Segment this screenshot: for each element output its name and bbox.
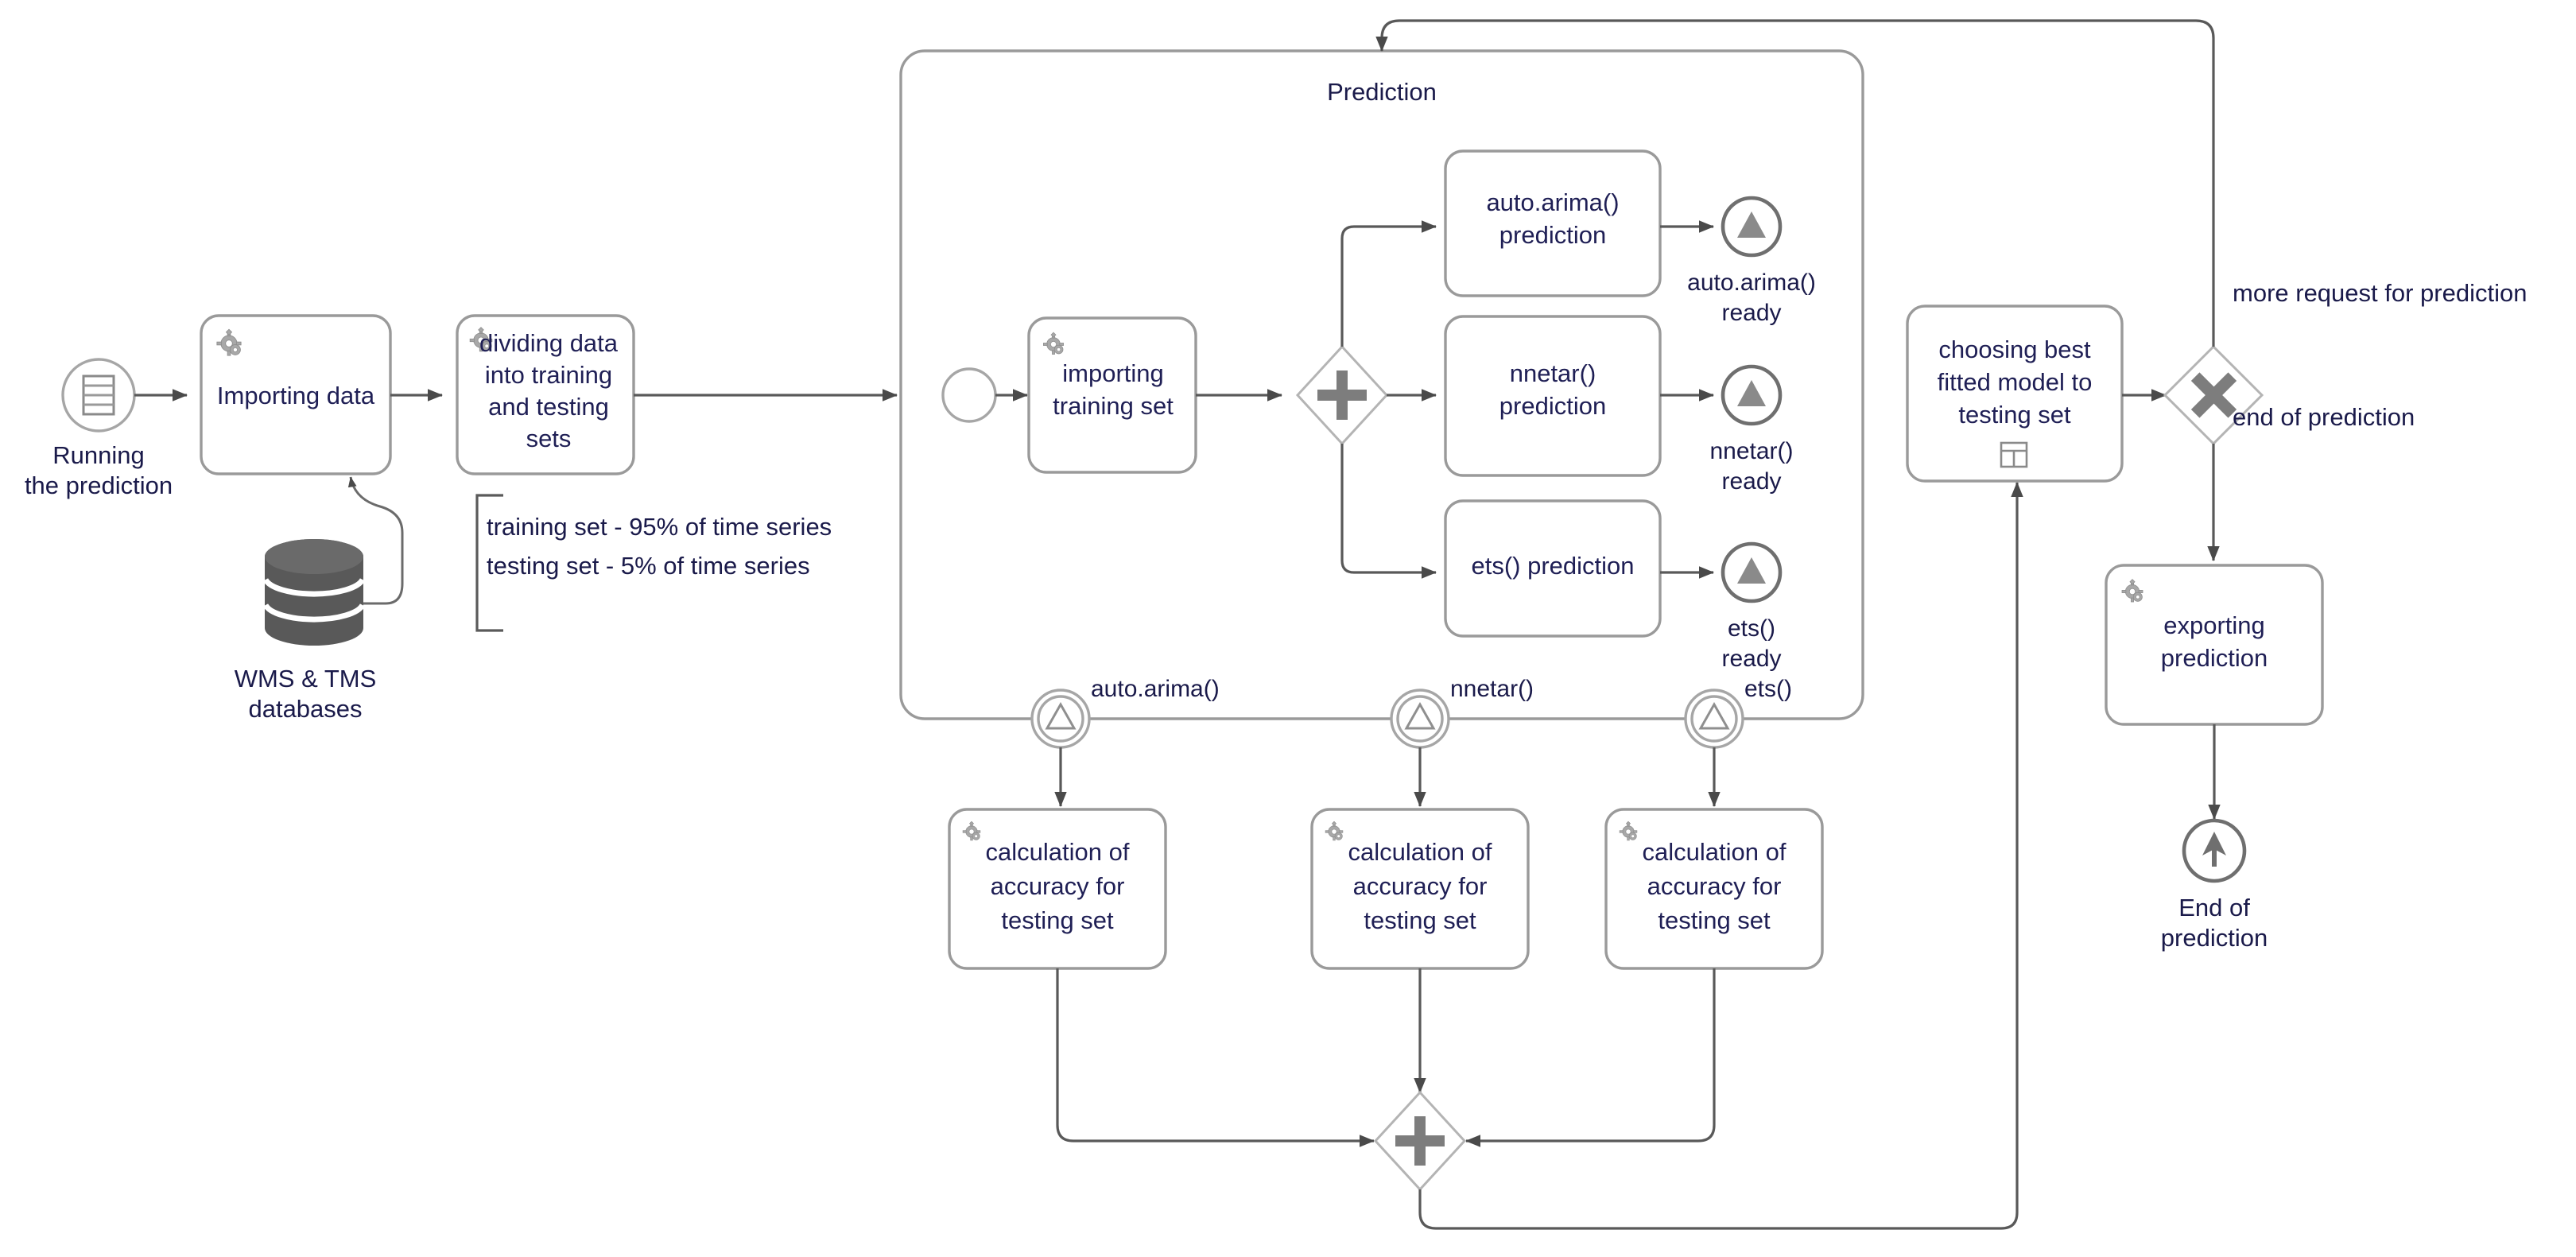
boundary-event-ets[interactable]: ets()	[1684, 676, 1792, 749]
parallel-join-gateway[interactable]	[1373, 1090, 1467, 1192]
task-importing-data[interactable]: Importing data	[200, 314, 392, 475]
task-label-line2: fitted model to	[1938, 368, 2093, 396]
task-label: ets() prediction	[1471, 552, 1634, 580]
task-label: Importing data	[217, 382, 375, 409]
annotation-line2: testing set - 5% of time series	[487, 552, 810, 580]
task-label-line1: calculation of	[1643, 838, 1787, 866]
database-cylinder-icon	[262, 539, 366, 646]
end-event-label-line2: ready	[1721, 468, 1781, 495]
data-store-label-line2: databases	[248, 695, 362, 723]
end-event-nnetar-ready[interactable]: nnetar() ready	[1709, 364, 1794, 495]
task-ets-prediction[interactable]: ets() prediction	[1444, 499, 1662, 638]
task-dividing-data[interactable]: dividing data into training and testing …	[456, 314, 635, 475]
end-event-label-line2: prediction	[2161, 924, 2268, 952]
task-label-line2: into training	[485, 361, 612, 389]
task-auto-arima-prediction[interactable]: auto.arima() prediction	[1444, 149, 1662, 297]
flow-label-end-of-prediction: end of prediction	[2233, 403, 2415, 431]
task-label-line1: calculation of	[1348, 838, 1492, 866]
end-event-label-line1: End of	[2178, 894, 2250, 921]
task-calculation-accuracy-1[interactable]: calculation of accuracy for testing set	[948, 808, 1167, 970]
task-label-line4: sets	[526, 425, 572, 452]
boundary-event-label: auto.arima()	[1091, 676, 1220, 702]
task-label-line2: accuracy for	[991, 872, 1125, 900]
signal-end-icon	[1737, 380, 1766, 406]
data-store-wms-tms[interactable]: WMS & TMS databases	[235, 539, 377, 723]
task-choosing-best-model[interactable]: choosing best fitted model to testing se…	[1906, 305, 2124, 483]
signal-boundary-icon	[1404, 701, 1436, 730]
signal-end-icon	[1737, 557, 1766, 584]
boundary-event-label: nnetar()	[1450, 676, 1534, 702]
task-label-line3: testing set	[1364, 906, 1476, 934]
task-label-line1: auto.arima()	[1486, 188, 1619, 216]
business-rule-grid-icon	[2000, 441, 2028, 468]
task-label-line3: testing set	[1958, 401, 2071, 429]
task-label-line3: testing set	[1658, 906, 1771, 934]
task-nnetar-prediction[interactable]: nnetar() prediction	[1444, 315, 1662, 477]
task-importing-training-set[interactable]: importing training set	[1027, 316, 1197, 474]
end-event-label-line1: auto.arima()	[1687, 270, 1816, 296]
form-icon	[82, 374, 115, 416]
parallel-fork-gateway[interactable]	[1295, 344, 1389, 446]
boundary-event-label: ets()	[1744, 676, 1792, 702]
x-symbol-icon	[2190, 372, 2237, 418]
annotation-training-testing-split: training set - 95% of time series testin…	[475, 494, 832, 632]
task-label-line3: testing set	[1001, 906, 1114, 934]
task-label-line1: importing	[1062, 359, 1164, 387]
data-store-label-line1: WMS & TMS	[235, 665, 377, 693]
plus-symbol-icon	[1395, 1116, 1445, 1166]
task-label-line1: nnetar()	[1510, 359, 1596, 387]
end-event-ets-ready[interactable]: ets() ready	[1721, 541, 1783, 672]
boundary-event-auto-arima[interactable]: auto.arima()	[1030, 676, 1220, 749]
signal-boundary-icon	[1045, 701, 1077, 730]
task-label-line1: choosing best	[1938, 336, 2091, 363]
task-label-line2: accuracy for	[1353, 872, 1488, 900]
terminate-arrow-icon	[2202, 832, 2226, 867]
start-event-running-the-prediction[interactable]: Running the prediction	[25, 358, 173, 499]
task-label-line1: dividing data	[479, 329, 619, 357]
end-event-label-line2: ready	[1721, 300, 1781, 326]
plus-symbol-icon	[1317, 371, 1367, 420]
task-label-line2: prediction	[2161, 644, 2268, 672]
task-label-line2: accuracy for	[1647, 872, 1782, 900]
task-label-line3: and testing	[488, 393, 609, 421]
end-event-label-line1: nnetar()	[1709, 438, 1793, 464]
task-calculation-accuracy-2[interactable]: calculation of accuracy for testing set	[1310, 808, 1530, 970]
start-event-label-line1: Running	[52, 441, 144, 469]
start-event-prediction-subprocess[interactable]	[941, 367, 997, 423]
end-event-label-line2: ready	[1721, 646, 1781, 672]
task-label-line2: prediction	[1499, 392, 1606, 420]
task-calculation-accuracy-3[interactable]: calculation of accuracy for testing set	[1604, 808, 1824, 970]
task-label-line2: training set	[1053, 392, 1174, 420]
start-event-label-line2: the prediction	[25, 471, 173, 499]
end-event-end-of-prediction[interactable]: End of prediction	[2161, 818, 2268, 952]
end-event-label-line1: ets()	[1728, 615, 1775, 642]
task-label-line1: calculation of	[986, 838, 1130, 866]
end-event-auto-arima-ready[interactable]: auto.arima() ready	[1687, 196, 1816, 326]
signal-boundary-icon	[1698, 701, 1730, 730]
annotation-line1: training set - 95% of time series	[487, 513, 832, 541]
task-label-line1: exporting	[2163, 611, 2265, 639]
flow-label-more-request: more request for prediction	[2233, 279, 2527, 307]
subprocess-label: Prediction	[1327, 78, 1437, 106]
task-label-line2: prediction	[1499, 221, 1606, 249]
task-exporting-prediction[interactable]: exporting prediction	[2105, 564, 2324, 726]
signal-end-icon	[1737, 211, 1766, 238]
